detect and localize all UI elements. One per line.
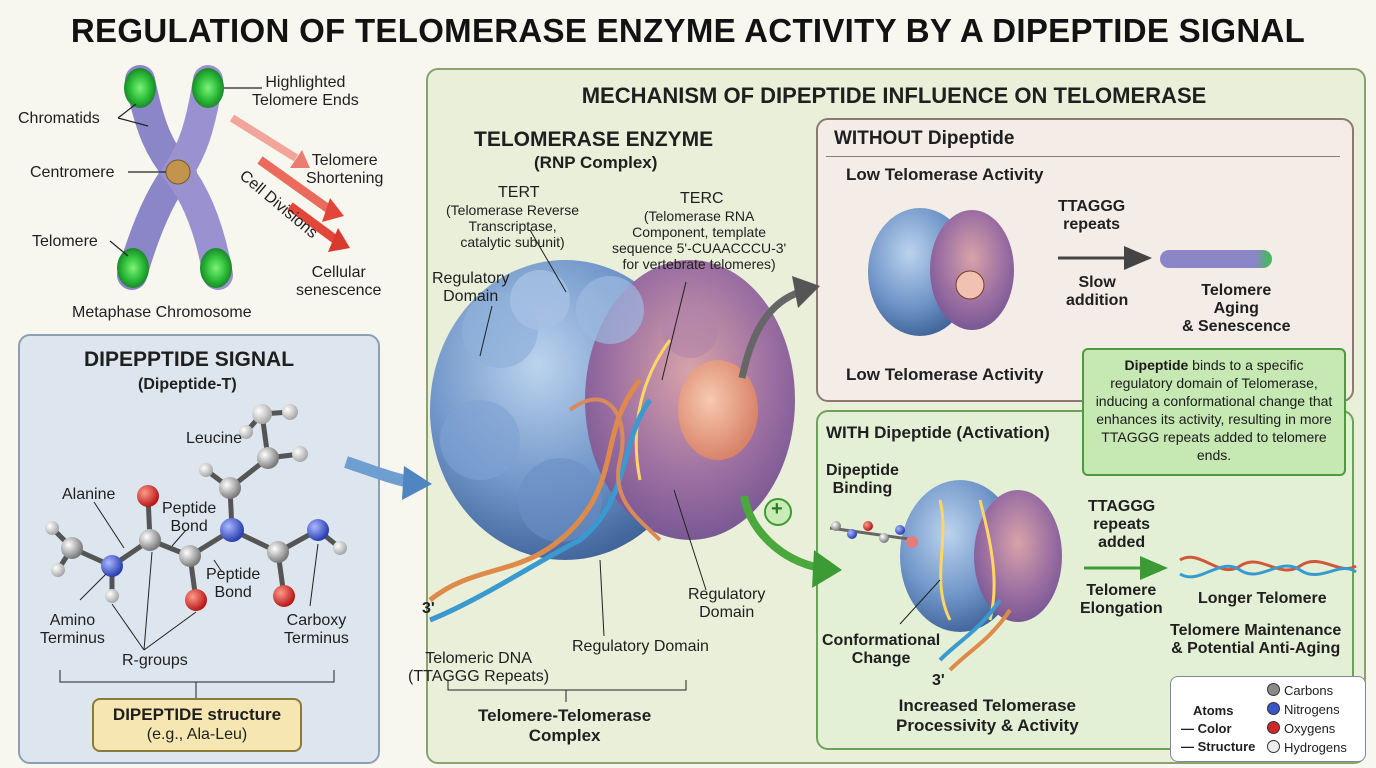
- dipeptide-leaders: [59, 501, 335, 698]
- dipeptide-explanation-note: Dipeptide binds to a specific regulatory…: [1082, 348, 1346, 476]
- nitrogen-color-swatch: [1267, 702, 1280, 715]
- regulatory-domain-bottom-label: Regulatory Domain: [572, 638, 709, 655]
- telomere-elongation-label: Telomere Elongation: [1080, 582, 1163, 617]
- with-three-prime-label: 3': [932, 672, 945, 689]
- bound-dipeptide: [829, 521, 918, 548]
- r-groups-label: R-groups: [122, 652, 188, 669]
- carboxy-terminus-label: Carboxy Terminus: [284, 612, 349, 647]
- telomere-label: Telomere: [32, 233, 98, 250]
- without-dipeptide-title: WITHOUT Dipeptide: [834, 128, 1015, 149]
- low-activity-enzyme: [868, 208, 1014, 336]
- low-activity-top-label: Low Telomerase Activity: [846, 165, 1044, 184]
- telomere-maintenance-label: Telomere Maintenance & Potential Anti-Ag…: [1170, 622, 1342, 657]
- oxygen-color-swatch: [1267, 721, 1280, 734]
- tert-label: TERT: [498, 184, 540, 201]
- without-divider: [826, 156, 1340, 157]
- chromatids-label: Chromatids: [18, 110, 100, 127]
- high-activity-enzyme: [900, 480, 1062, 672]
- centromere-label: Centromere: [30, 164, 115, 181]
- longer-telomere-label: Longer Telomere: [1198, 590, 1327, 607]
- peptide-bond-2-label: Peptide Bond: [206, 566, 261, 601]
- telomere-shortening-label: Telomere Shortening: [306, 152, 384, 187]
- increased-processivity-label: Increased Telomerase Processivity & Acti…: [896, 696, 1079, 735]
- telomerase-enzyme-title: TELOMERASE ENZYME: [474, 128, 714, 151]
- dipeptide-structure-title: DIPEPTIDE structure: [112, 705, 282, 724]
- legend-structure-label: — Structure: [1181, 739, 1256, 754]
- slow-addition-label: Slow addition: [1066, 274, 1129, 309]
- cellular-senescence-label: Cellular senescence: [296, 264, 382, 299]
- dipeptide-binding-label: Dipeptide Binding: [826, 462, 899, 497]
- short-telomere: [1160, 250, 1272, 268]
- alanine-label: Alanine: [62, 486, 116, 503]
- legend-hydrogens: Hydrogens: [1267, 740, 1347, 755]
- terc-description: (Telomerase RNA Component, template sequ…: [612, 208, 787, 272]
- dipeptide-structure-example: (e.g., Ala-Leu): [146, 726, 248, 743]
- metaphase-chromosome-caption: Metaphase Chromosome: [72, 304, 252, 321]
- mechanism-title: MECHANISM OF DIPEPTIDE INFLUENCE ON TELO…: [581, 83, 1207, 108]
- peptide-bond-1-label: Peptide Bond: [162, 500, 217, 535]
- regulatory-domain-top-label: Regulatory Domain: [432, 270, 510, 305]
- long-telomere-dna: [1179, 555, 1357, 579]
- tert-description: (Telomerase Reverse Transcriptase, catal…: [446, 202, 580, 250]
- without-repeats-label: TTAGGG repeats: [1058, 198, 1126, 233]
- three-prime-label: 3': [422, 600, 435, 617]
- page-title: REGULATION OF TELOMERASE ENZYME ACTIVITY…: [70, 12, 1306, 49]
- legend-oxygens: Oxygens: [1267, 721, 1335, 736]
- leucine-label: Leucine: [186, 430, 243, 447]
- regulatory-domain-right-label: Regulatory Domain: [688, 586, 766, 621]
- note-text: Dipeptide binds to a specific regulatory…: [1095, 357, 1333, 463]
- legend-color-label: — Color: [1181, 721, 1232, 736]
- telomeric-dna-label: Telomeric DNA (TTAGGG Repeats): [408, 650, 550, 685]
- dipeptide-atoms: [45, 404, 347, 611]
- with-dipeptide-title: WITH Dipeptide (Activation): [826, 423, 1050, 442]
- dipeptide-signal-subtitle: (Dipeptide-T): [138, 376, 237, 393]
- terc-label: TERC: [680, 190, 724, 207]
- chromosome-illustration: [109, 65, 350, 290]
- dipeptide-signal-title: DIPEPPTIDE SIGNAL: [84, 348, 295, 371]
- telomerase-enzyme-subtitle: (RNP Complex): [534, 153, 658, 172]
- low-activity-bottom-label: Low Telomerase Activity: [846, 365, 1044, 384]
- hydrogen-color-swatch: [1267, 740, 1280, 753]
- dipeptide-structure-box: DIPEPTIDE structure (e.g., Ala-Leu): [92, 698, 302, 752]
- amino-terminus-label: Amino Terminus: [40, 612, 105, 647]
- telomere-telomerase-complex-label: Telomere-Telomerase Complex: [478, 706, 652, 745]
- conformational-change-label: Conformational Change: [822, 632, 941, 667]
- telomere-aging-label: Telomere Aging & Senescence: [1182, 282, 1291, 335]
- telomerase-enzyme: [428, 260, 795, 623]
- highlighted-telomere-ends-label: Highlighted Telomere Ends: [252, 74, 359, 109]
- atom-legend: Atoms — Color — Structure Carbons Nitrog…: [1170, 676, 1366, 762]
- with-repeats-label: TTAGGG repeats added: [1088, 498, 1156, 551]
- carbon-color-swatch: [1267, 683, 1280, 696]
- legend-carbons: Carbons: [1267, 683, 1333, 698]
- legend-nitrogens: Nitrogens: [1267, 702, 1340, 717]
- enzyme-leaders: [447, 229, 707, 702]
- signal-arrow: [402, 466, 432, 500]
- plus-sign: +: [771, 498, 783, 520]
- legend-atoms-label: Atoms: [1193, 703, 1234, 718]
